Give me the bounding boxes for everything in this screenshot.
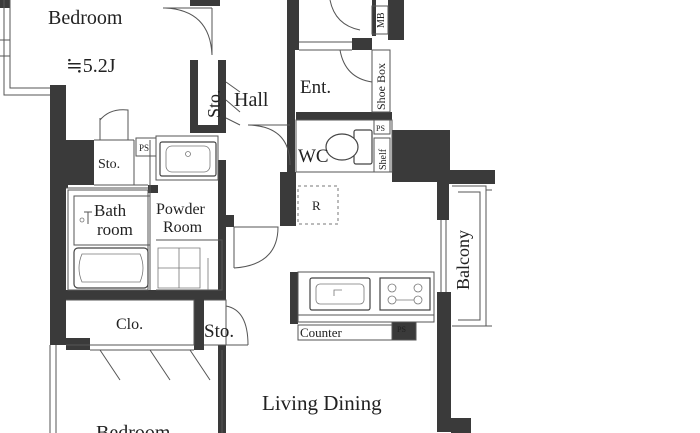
shelf-label: Shelf	[378, 148, 389, 170]
ps-wc-label: PS	[376, 124, 385, 133]
walls	[0, 0, 495, 433]
shoe-box-label: Shoe Box	[374, 63, 388, 110]
entrance-label: Ent.	[300, 77, 331, 98]
counter-label: Counter	[300, 325, 343, 340]
ps-left-label: PS	[139, 143, 149, 153]
partitions	[0, 0, 492, 433]
stove	[379, 277, 431, 311]
balcony-label: Balcony	[453, 230, 473, 290]
wc-label: WC	[298, 146, 329, 167]
storage-left-label: Sto.	[98, 157, 120, 172]
fixtures	[73, 129, 431, 311]
bath-label-line2: room	[97, 220, 133, 239]
kitchen-sink	[309, 277, 371, 311]
bedroom-bottom-label: Bedroom	[96, 422, 171, 433]
fixture-labels: MB Shoe Box Shelf PS PS PS R Counter Bal…	[139, 12, 473, 340]
powder-label-line1: Powder	[156, 201, 206, 218]
mb-label: MB	[376, 12, 387, 28]
toilet	[325, 129, 373, 165]
bath-label-line1: Bath	[94, 201, 127, 220]
storage-lower-label: Sto.	[204, 321, 234, 342]
bathtub	[73, 247, 149, 289]
ps-counter-label: PS	[397, 325, 406, 334]
bedroom-top-label: Bedroom	[48, 7, 123, 29]
bedroom-top-size: ≒5.2J	[66, 55, 116, 77]
refrigerator-label: R	[312, 198, 321, 213]
living-dining-label: Living Dining	[262, 391, 382, 415]
storage-hall-label: Sto.	[204, 89, 224, 118]
room-labels: Bedroom ≒5.2J Hall Ent. Sto. Sto. Bath r…	[48, 7, 382, 433]
hall-label: Hall	[234, 89, 269, 111]
sink	[159, 141, 217, 177]
powder-label-line2: Room	[163, 219, 203, 236]
closet-label: Clo.	[116, 316, 143, 333]
